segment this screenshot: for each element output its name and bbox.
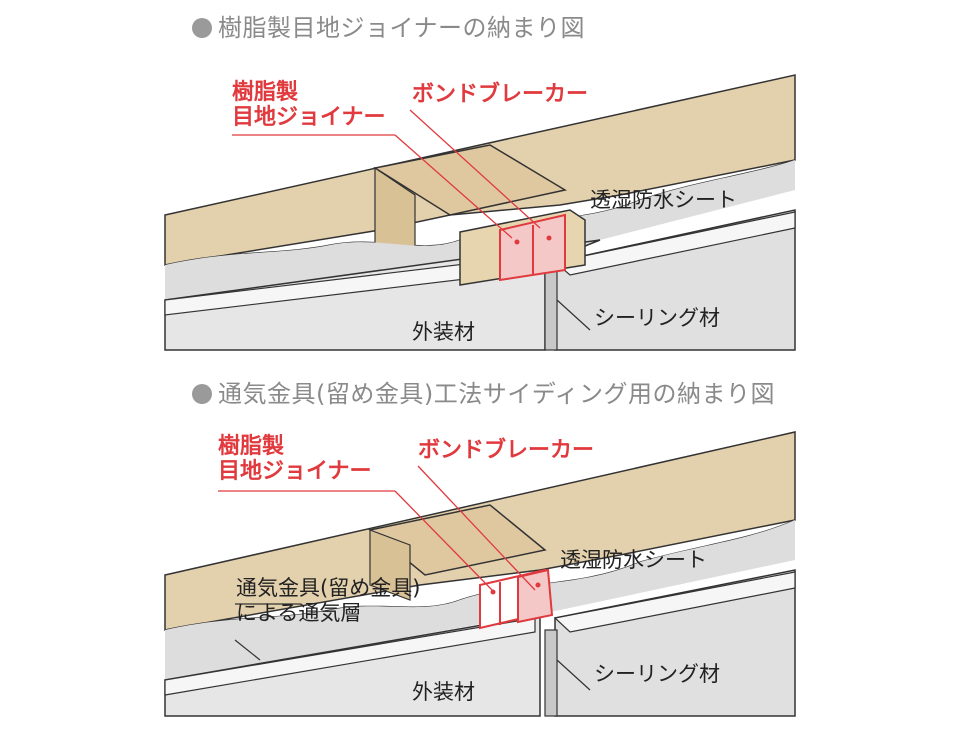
panel2-siding-right-face: [553, 571, 796, 633]
panel2-joiner-block-side: [369, 529, 411, 601]
panel1-label-sheet: 透湿防水シート: [590, 188, 737, 212]
panel1-label-joiner-line2: 目地ジョイナー: [232, 105, 386, 131]
panel2-bond-breaker: [517, 568, 554, 624]
panel2-label-bond-breaker: ボンドブレーカー: [418, 438, 595, 463]
panel2-label-sheet: 透湿防水シート: [560, 548, 707, 572]
panel1-title-text: 樹脂製目地ジョイナーの納まり図: [218, 14, 586, 42]
panel1-title: 樹脂製目地ジョイナーの納まり図: [192, 8, 585, 43]
panel2-label-joiner-line1: 樹脂製: [218, 434, 285, 459]
panel1-diagram: [164, 74, 796, 351]
panel1-leader-sealing: [556, 299, 591, 331]
panel2-title: 通気金具(留め金具)工法サイディング用の納まり図: [192, 374, 775, 409]
panel2-label-vent-line1: 通気金具(留め金具): [236, 576, 421, 600]
panel1-label-joiner: 樹脂製 目地ジョイナー: [232, 80, 386, 131]
panel1-label-siding: 外装材: [412, 320, 475, 344]
panel2-leader-sealing: [556, 659, 591, 691]
panel1-label-bond-breaker: ボンドブレーカー: [412, 82, 589, 107]
panel2-siding-left-face: [164, 617, 536, 696]
panel1-joiner-block-top: [373, 144, 568, 216]
panel2-label-joiner-line2: 目地ジョイナー: [218, 459, 372, 485]
panel2-sealing-gap: [544, 629, 558, 717]
panel2-title-text: 通気金具(留め金具)工法サイディング用の納まり図: [218, 380, 776, 408]
bullet-icon: [192, 384, 212, 404]
panel2-label-vent: 通気金具(留め金具) による通気層: [236, 576, 420, 626]
panel2-leader-bond: [417, 465, 536, 591]
panel2-label-sealing: シーリング材: [594, 662, 720, 686]
panel1-leader-bond: [409, 109, 541, 229]
panel1-label-joiner-line1: 樹脂製: [232, 80, 299, 105]
panel2-label-siding: 外装材: [412, 680, 475, 704]
bullet-icon: [192, 18, 212, 38]
panel1-moisture-sheet: [165, 160, 795, 300]
panel2-label-joiner: 樹脂製 目地ジョイナー: [218, 434, 372, 485]
panel1-label-sealing: シーリング材: [594, 306, 720, 330]
panel2-label-vent-line2: による通気層: [236, 601, 362, 626]
